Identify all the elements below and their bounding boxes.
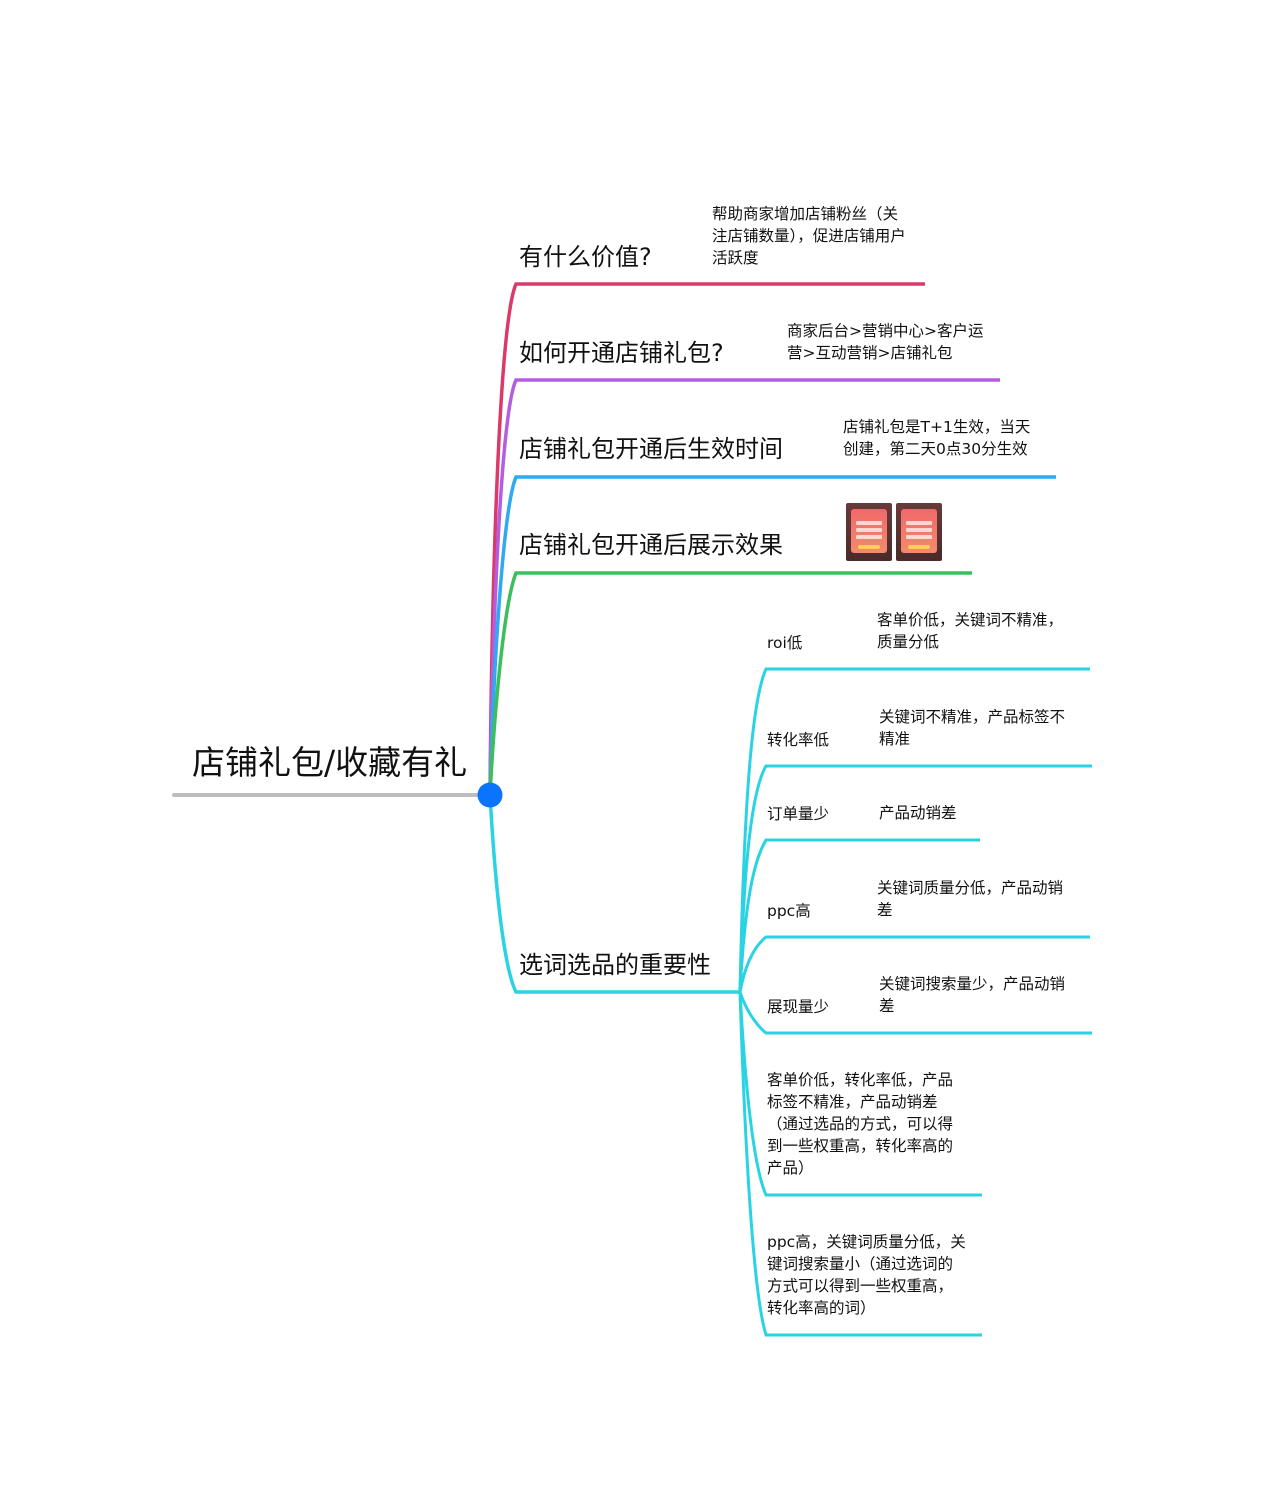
- importance-sub-connectors: [738, 667, 1092, 1337]
- topic-ppc-high[interactable]: ppc高: [767, 902, 811, 920]
- note-ppc-high: 关键词质量分低，产品动销 差: [877, 879, 1064, 919]
- branch-effect-time[interactable]: 店铺礼包开通后生效时间: [519, 435, 783, 463]
- connector-display: [488, 571, 972, 796]
- note-value: 帮助商家增加店铺粉丝（关 注店铺数量），促进店铺用户 活跃度: [712, 205, 906, 267]
- note-impressions-few: 关键词搜索量少，产品动销 差: [879, 975, 1066, 1015]
- connector-conversion: [738, 764, 1092, 993]
- note-roi-low: 客单价低，关键词不精准， 质量分低: [877, 611, 1064, 651]
- note-conversion-low: 关键词不精准，产品标签不 精准: [879, 708, 1066, 748]
- connector-keyword-selection: [738, 991, 982, 1337]
- root-topic[interactable]: 店铺礼包/收藏有礼: [192, 743, 468, 782]
- note-orders-few: 产品动销差: [879, 804, 957, 822]
- note-how-to-open: 商家后台>营销中心>客户运 营>互动营销>店铺礼包: [787, 322, 984, 362]
- connector-ppc: [738, 935, 1090, 993]
- branch-how-to-open[interactable]: 如何开通店铺礼包?: [519, 339, 724, 367]
- connector-importance: [488, 794, 740, 994]
- topic-conversion-low[interactable]: 转化率低: [767, 731, 830, 749]
- branch-display-effect[interactable]: 店铺礼包开通后展示效果: [519, 531, 783, 559]
- topic-orders-few[interactable]: 订单量少: [767, 805, 830, 823]
- display-screenshot-image[interactable]: [846, 503, 892, 561]
- topic-roi-low[interactable]: roi低: [767, 634, 803, 652]
- topic-impressions-few[interactable]: 展现量少: [767, 998, 830, 1016]
- topic-keyword-selection[interactable]: ppc高，关键词质量分低，关 键词搜索量小（通过选词的 方式可以得到一些权重高，…: [767, 1233, 966, 1317]
- note-effect-time: 店铺礼包是T+1生效，当天 创建，第二天0点30分生效: [843, 418, 1031, 458]
- display-screenshot-image[interactable]: [896, 503, 942, 561]
- connector-orders: [738, 838, 980, 993]
- root-dot[interactable]: [477, 782, 503, 808]
- connector-impressions: [738, 991, 1092, 1035]
- branch-importance[interactable]: 选词选品的重要性: [519, 951, 711, 979]
- branch-value[interactable]: 有什么价值?: [519, 243, 652, 271]
- topic-product-selection[interactable]: 客单价低，转化率低，产品 标签不精准，产品动销差 （通过选品的方式，可以得 到一…: [767, 1071, 954, 1177]
